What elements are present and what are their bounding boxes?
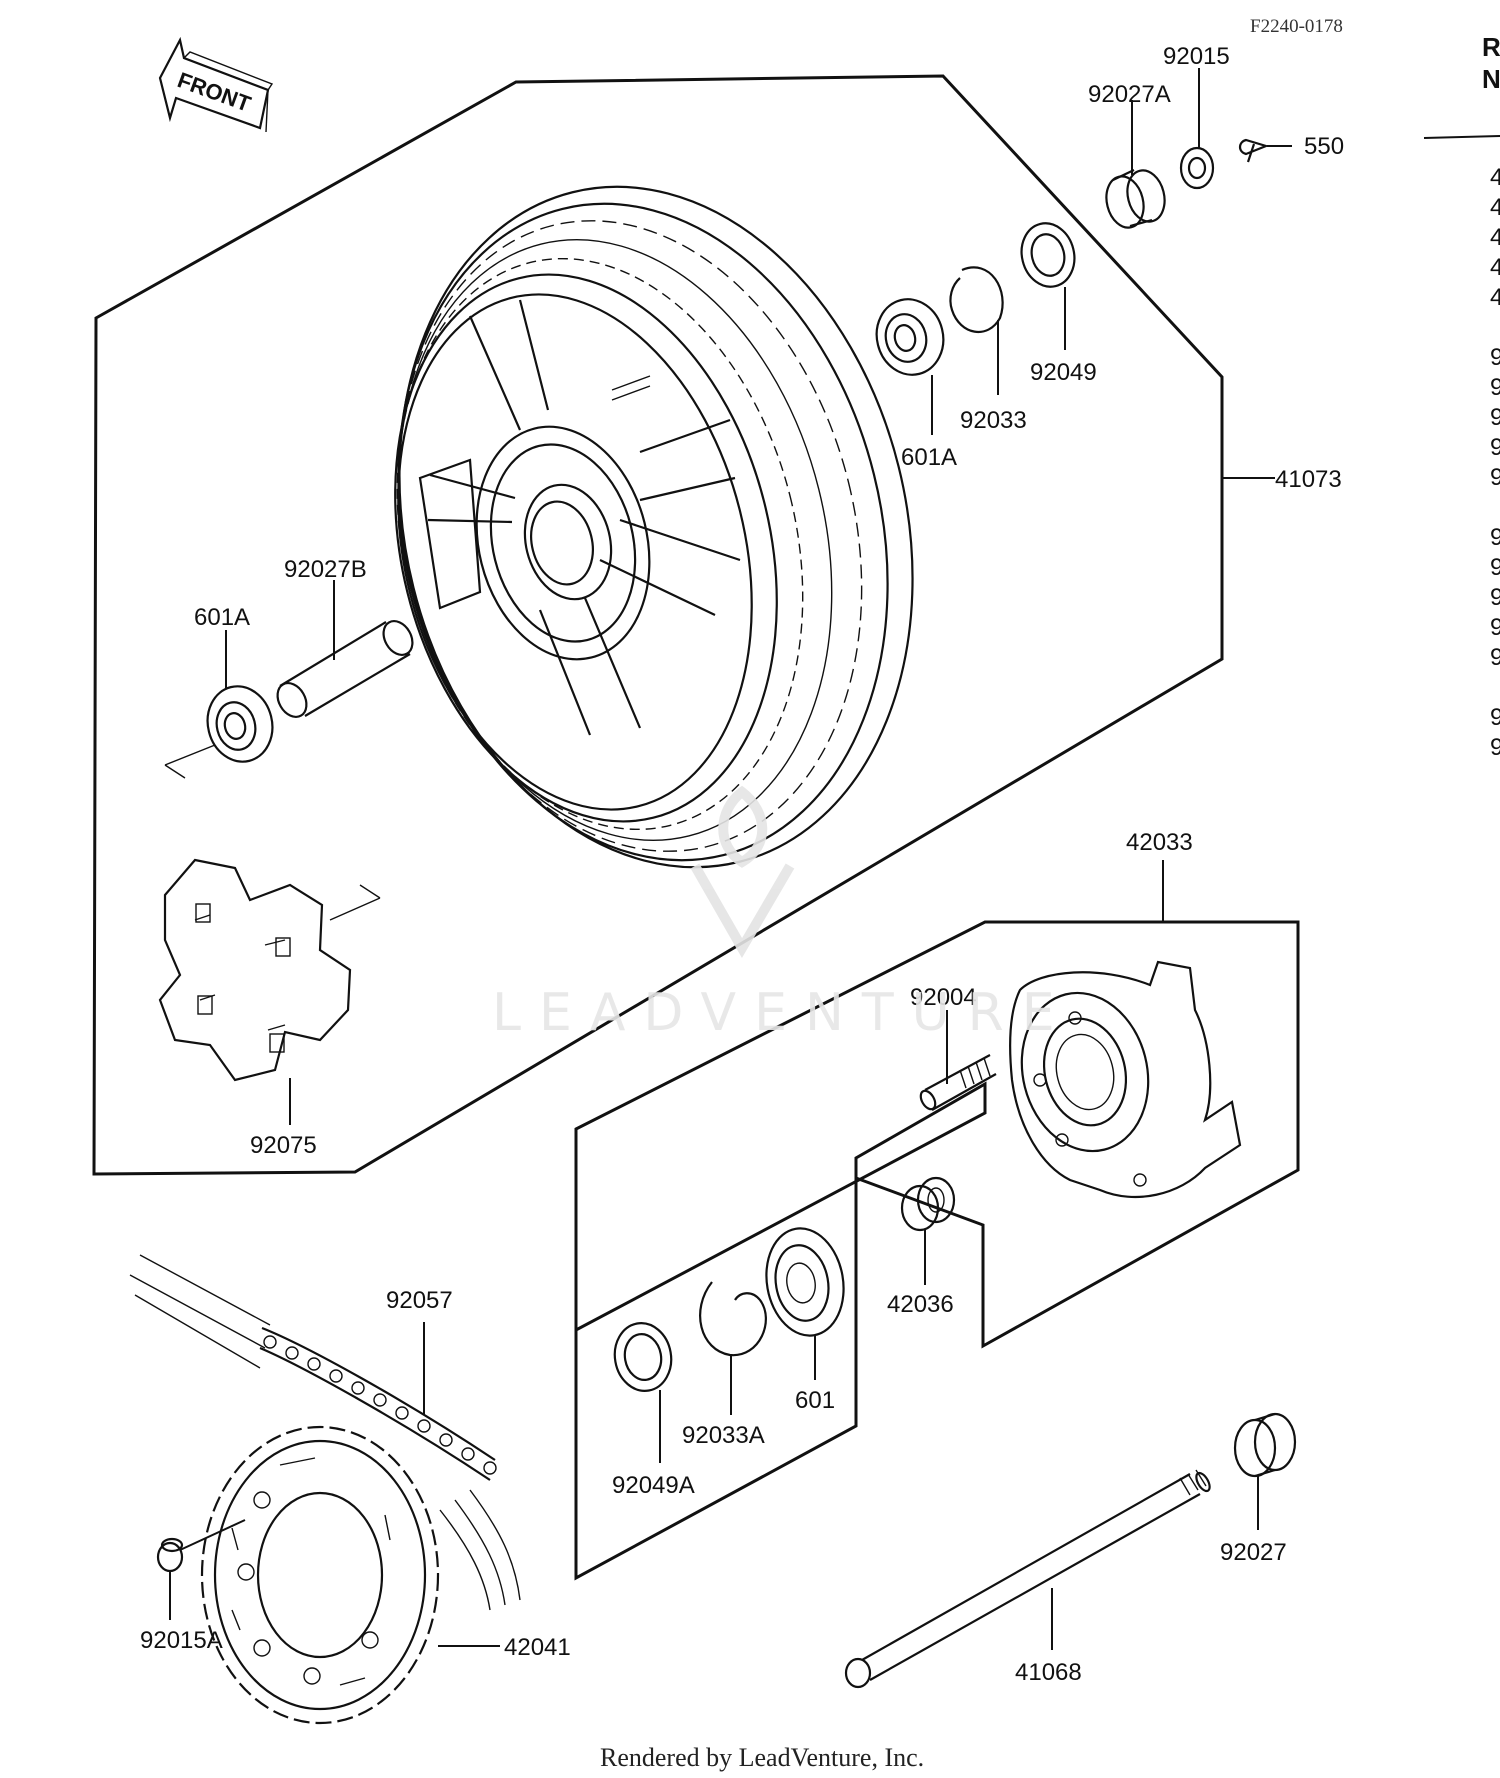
leader-lines	[169, 68, 1292, 1650]
table-cell: 9	[1490, 404, 1500, 431]
collar-92027b	[276, 620, 414, 718]
label-601a-top: 601A	[901, 444, 957, 471]
front-arrow-label: FRONT	[174, 67, 254, 117]
label-92033: 92033	[960, 407, 1027, 434]
bearing-601a-left	[206, 685, 274, 763]
label-41073: 41073	[1275, 466, 1342, 493]
hub-assembly-frame-lower	[574, 1178, 858, 1581]
drawing-code: F2240-0178	[1250, 16, 1343, 37]
circlip-92033	[949, 266, 1004, 334]
collar-92027a	[1105, 169, 1166, 229]
table-cell: 4	[1490, 164, 1500, 191]
table-cell: 9	[1490, 644, 1500, 671]
wheel-assembly-frame	[92, 74, 1224, 1176]
front-arrow-icon: FRONT	[158, 36, 274, 133]
footer-credit: Rendered by LeadVenture, Inc.	[600, 1743, 924, 1772]
watermark-text: LEADVENTURE	[492, 983, 1073, 1043]
part-labels: 92015 92027A 550 92049 92033 601A 41073 …	[140, 43, 1344, 1686]
label-42036: 42036	[887, 1291, 954, 1318]
label-92015a: 92015A	[140, 1627, 223, 1654]
sprocket-42041	[200, 1425, 440, 1725]
table-cell: 9	[1490, 434, 1500, 461]
table-cell: 4	[1490, 284, 1500, 311]
table-cell: 9	[1490, 524, 1500, 551]
oil-seal-92049	[1020, 222, 1076, 288]
collar-42036	[900, 1176, 956, 1232]
label-92027: 92027	[1220, 1539, 1287, 1566]
label-92027a: 92027A	[1088, 81, 1171, 108]
bearing-601a-top	[875, 298, 945, 376]
label-92033a: 92033A	[682, 1422, 765, 1449]
table-cell: 4	[1490, 254, 1500, 281]
circlip-92033a	[699, 1281, 767, 1357]
label-42041: 42041	[504, 1634, 571, 1661]
label-92004: 92004	[910, 984, 977, 1011]
stud-92004	[919, 1054, 997, 1111]
cotter-pin-550	[1238, 138, 1270, 163]
bearing-601	[765, 1227, 845, 1337]
label-92049: 92049	[1030, 359, 1097, 386]
rear-wheel	[394, 185, 914, 869]
table-cell: 9	[1490, 344, 1500, 371]
table-cell: 9	[1490, 584, 1500, 611]
table-cell: 9	[1490, 464, 1500, 491]
label-92015: 92015	[1163, 43, 1230, 70]
oil-seal-92049a	[613, 1322, 673, 1392]
chain-92057	[129, 1254, 521, 1611]
axle-41068	[844, 1469, 1211, 1689]
label-601a-left: 601A	[194, 604, 250, 631]
label-41068: 41068	[1015, 1659, 1082, 1686]
damper-92075	[158, 858, 381, 1082]
table-cell: 9	[1490, 374, 1500, 401]
table-cell: 9	[1490, 614, 1500, 641]
flame-logo-icon	[690, 785, 795, 958]
nut-92015a	[156, 1519, 246, 1573]
label-92057: 92057	[386, 1287, 453, 1314]
collar-92027	[1233, 1412, 1297, 1478]
leadventure-watermark: LEADVENTURE	[492, 785, 1073, 1043]
label-601: 601	[795, 1387, 835, 1414]
label-92049a: 92049A	[612, 1472, 695, 1499]
side-parts-table: R N 4 4 4 4 4 9 9 9 9 9 9 9 9 9 9 9 9	[1423, 32, 1500, 761]
label-42033: 42033	[1126, 829, 1193, 856]
table-header-line1: R	[1482, 32, 1500, 62]
hub-assembly-frame	[574, 920, 1300, 1349]
label-92075: 92075	[250, 1132, 317, 1159]
nut-92015	[1179, 146, 1215, 190]
table-header-line2: N	[1482, 64, 1500, 94]
table-cell: 9	[1490, 734, 1500, 761]
table-cell: 4	[1490, 194, 1500, 221]
label-92027b: 92027B	[284, 556, 367, 583]
hub-42033	[1008, 960, 1242, 1198]
label-550: 550	[1304, 133, 1344, 160]
table-cell: 4	[1490, 224, 1500, 251]
table-cell: 9	[1490, 704, 1500, 731]
table-cell: 9	[1490, 554, 1500, 581]
